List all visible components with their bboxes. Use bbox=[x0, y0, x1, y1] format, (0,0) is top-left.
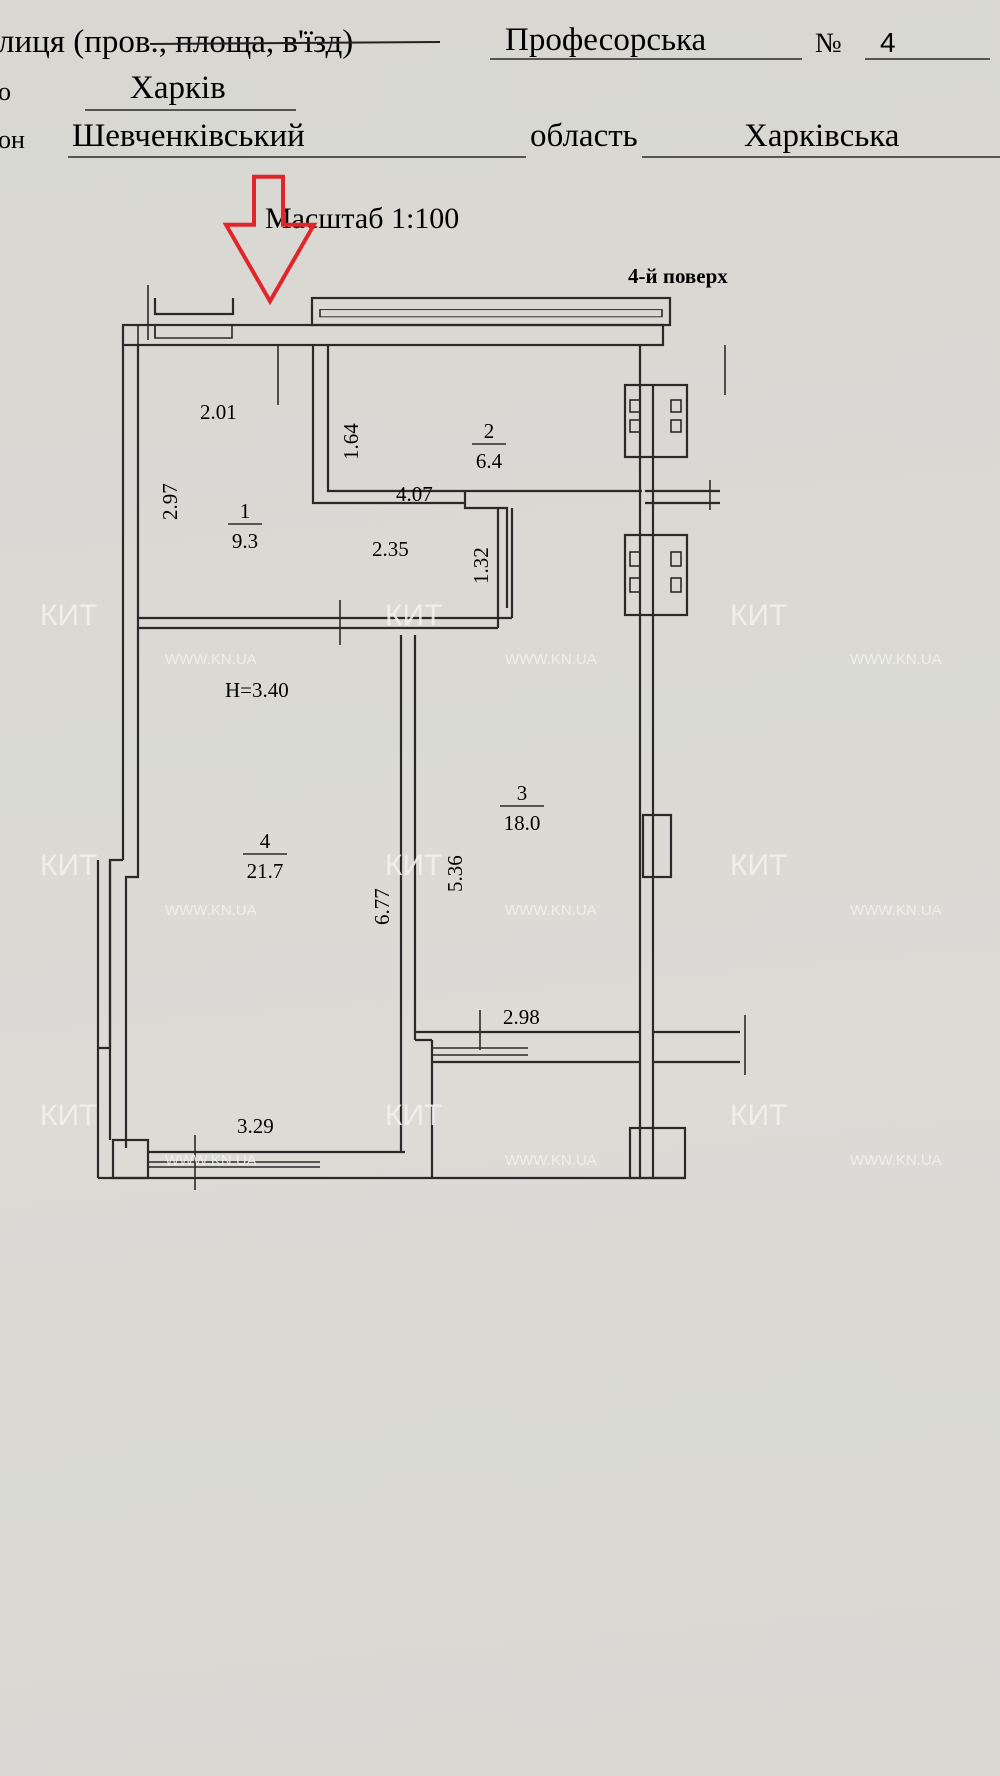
watermark-part: КИТ bbox=[40, 599, 97, 632]
dimension-labels-part: 1.64 bbox=[339, 423, 363, 460]
watermark: КИТ WWW.KN.UA bbox=[730, 599, 942, 668]
street-value: Професорська bbox=[505, 22, 707, 58]
room-4-label: 4 21.7 bbox=[243, 829, 287, 883]
walls-part bbox=[153, 298, 235, 316]
room-4-label-part: 4 bbox=[260, 829, 271, 853]
watermark-part: WWW.KN.UA bbox=[165, 651, 257, 668]
walls-part bbox=[310, 296, 672, 327]
city-label: о bbox=[0, 77, 11, 106]
watermark-part: WWW.KN.UA bbox=[505, 1152, 597, 1169]
walls-part bbox=[670, 551, 682, 567]
walls-part bbox=[463, 491, 509, 608]
dimension-labels-part: 2.98 bbox=[503, 1005, 540, 1029]
dimension-labels-part: 6.77 bbox=[370, 888, 394, 925]
street-label: лиця (пров., площа, в'їзд) bbox=[0, 24, 353, 60]
region-value: Харківська bbox=[744, 118, 900, 154]
walls bbox=[96, 285, 746, 1190]
dimension-labels-part: 2.01 bbox=[200, 400, 237, 424]
dimension-labels: 2.01 1.64 2.97 4.07 2.35 1.32 6.77 5.36 … bbox=[158, 400, 540, 1138]
watermark: КИТ WWW.KN.UA bbox=[385, 599, 597, 668]
walls-part bbox=[623, 383, 689, 459]
scale-label: Масштаб 1:100 bbox=[265, 202, 459, 235]
dimension-labels-part: 2.35 bbox=[372, 537, 409, 561]
watermark: КИТ WWW.KN.UA bbox=[385, 849, 597, 919]
dimension-labels-part: 1.32 bbox=[469, 547, 493, 584]
watermark: КИТ WWW.KN.UA bbox=[730, 1099, 942, 1169]
room-3-label: 3 18.0 bbox=[500, 781, 544, 835]
walls-part bbox=[326, 345, 642, 493]
room-1-label-part: 9.3 bbox=[232, 529, 258, 553]
walls-part bbox=[641, 813, 673, 879]
watermark: КИТ WWW.KN.UA bbox=[40, 599, 257, 668]
watermark-part: WWW.KN.UA bbox=[165, 902, 257, 919]
watermark-part: КИТ bbox=[40, 849, 97, 882]
walls-part bbox=[311, 345, 465, 505]
watermark-part: КИТ bbox=[40, 1099, 97, 1132]
walls-part bbox=[124, 860, 140, 1148]
watermark-part: WWW.KN.UA bbox=[505, 651, 597, 668]
watermark-part: WWW.KN.UA bbox=[850, 651, 942, 668]
region-label: область bbox=[530, 118, 638, 154]
dimension-labels-part: 2.97 bbox=[158, 483, 182, 520]
room-2-label: 2 6.4 bbox=[472, 419, 506, 473]
walls-part bbox=[670, 399, 682, 413]
walls-part bbox=[670, 419, 682, 433]
ceiling-height-label: H=3.40 bbox=[225, 678, 289, 702]
room-3-label-part: 18.0 bbox=[504, 811, 541, 835]
watermark: КИТ WWW.KN.UA bbox=[40, 1099, 257, 1169]
number-label: № bbox=[815, 28, 842, 59]
walls-part bbox=[111, 1138, 150, 1180]
watermark-part: КИТ bbox=[385, 849, 442, 882]
room-1-label-part: 1 bbox=[240, 499, 251, 523]
room-2-label-part: 6.4 bbox=[476, 449, 503, 473]
watermark: КИТ WWW.KN.UA bbox=[40, 849, 257, 919]
walls-part bbox=[628, 1126, 687, 1180]
walls-part bbox=[629, 399, 641, 413]
walls-part bbox=[623, 533, 689, 617]
watermark: КИТ WWW.KN.UA bbox=[385, 1099, 597, 1169]
walls-part bbox=[629, 577, 641, 593]
strikethrough-line bbox=[149, 41, 441, 45]
walls-part bbox=[154, 325, 233, 339]
dimension-labels-part: 4.07 bbox=[396, 482, 433, 506]
walls-part bbox=[121, 323, 665, 347]
watermark-part: WWW.KN.UA bbox=[850, 902, 942, 919]
walls-part bbox=[319, 309, 663, 318]
address-header: лиця (пров., площа, в'їзд) Професорська … bbox=[0, 22, 1000, 158]
watermark-part: КИТ bbox=[730, 599, 787, 632]
watermark-part: КИТ bbox=[730, 1099, 787, 1132]
room-2-label-part: 2 bbox=[484, 419, 495, 443]
floor-label: 4-й поверх bbox=[628, 264, 728, 288]
watermark-part: WWW.KN.UA bbox=[850, 1152, 942, 1169]
room-3-label-part: 3 bbox=[517, 781, 528, 805]
city-value: Харків bbox=[130, 70, 226, 106]
watermark-part: КИТ bbox=[730, 849, 787, 882]
district-value: Шевченківський bbox=[72, 118, 305, 154]
watermarks: КИТ WWW.KN.UA КИТ WWW.KN.UA КИТ WWW.KN.U… bbox=[40, 599, 942, 1169]
walls-part bbox=[670, 577, 682, 593]
room-1-label: 1 9.3 bbox=[228, 499, 262, 553]
walls-part bbox=[629, 419, 641, 433]
dimension-labels-part: 5.36 bbox=[443, 855, 467, 892]
watermark-part: КИТ bbox=[385, 599, 442, 632]
watermark-part: КИТ bbox=[385, 1099, 442, 1132]
number-value: 4 bbox=[880, 27, 896, 58]
room-4-label-part: 21.7 bbox=[247, 859, 284, 883]
watermark: КИТ WWW.KN.UA bbox=[730, 849, 942, 919]
walls-part bbox=[629, 551, 641, 567]
watermark-part: WWW.KN.UA bbox=[505, 902, 597, 919]
dimension-labels-part: 3.29 bbox=[237, 1114, 274, 1138]
watermark-part: WWW.KN.UA bbox=[165, 1152, 257, 1169]
district-label: он bbox=[0, 125, 25, 154]
entrance-arrow-icon bbox=[222, 174, 318, 306]
